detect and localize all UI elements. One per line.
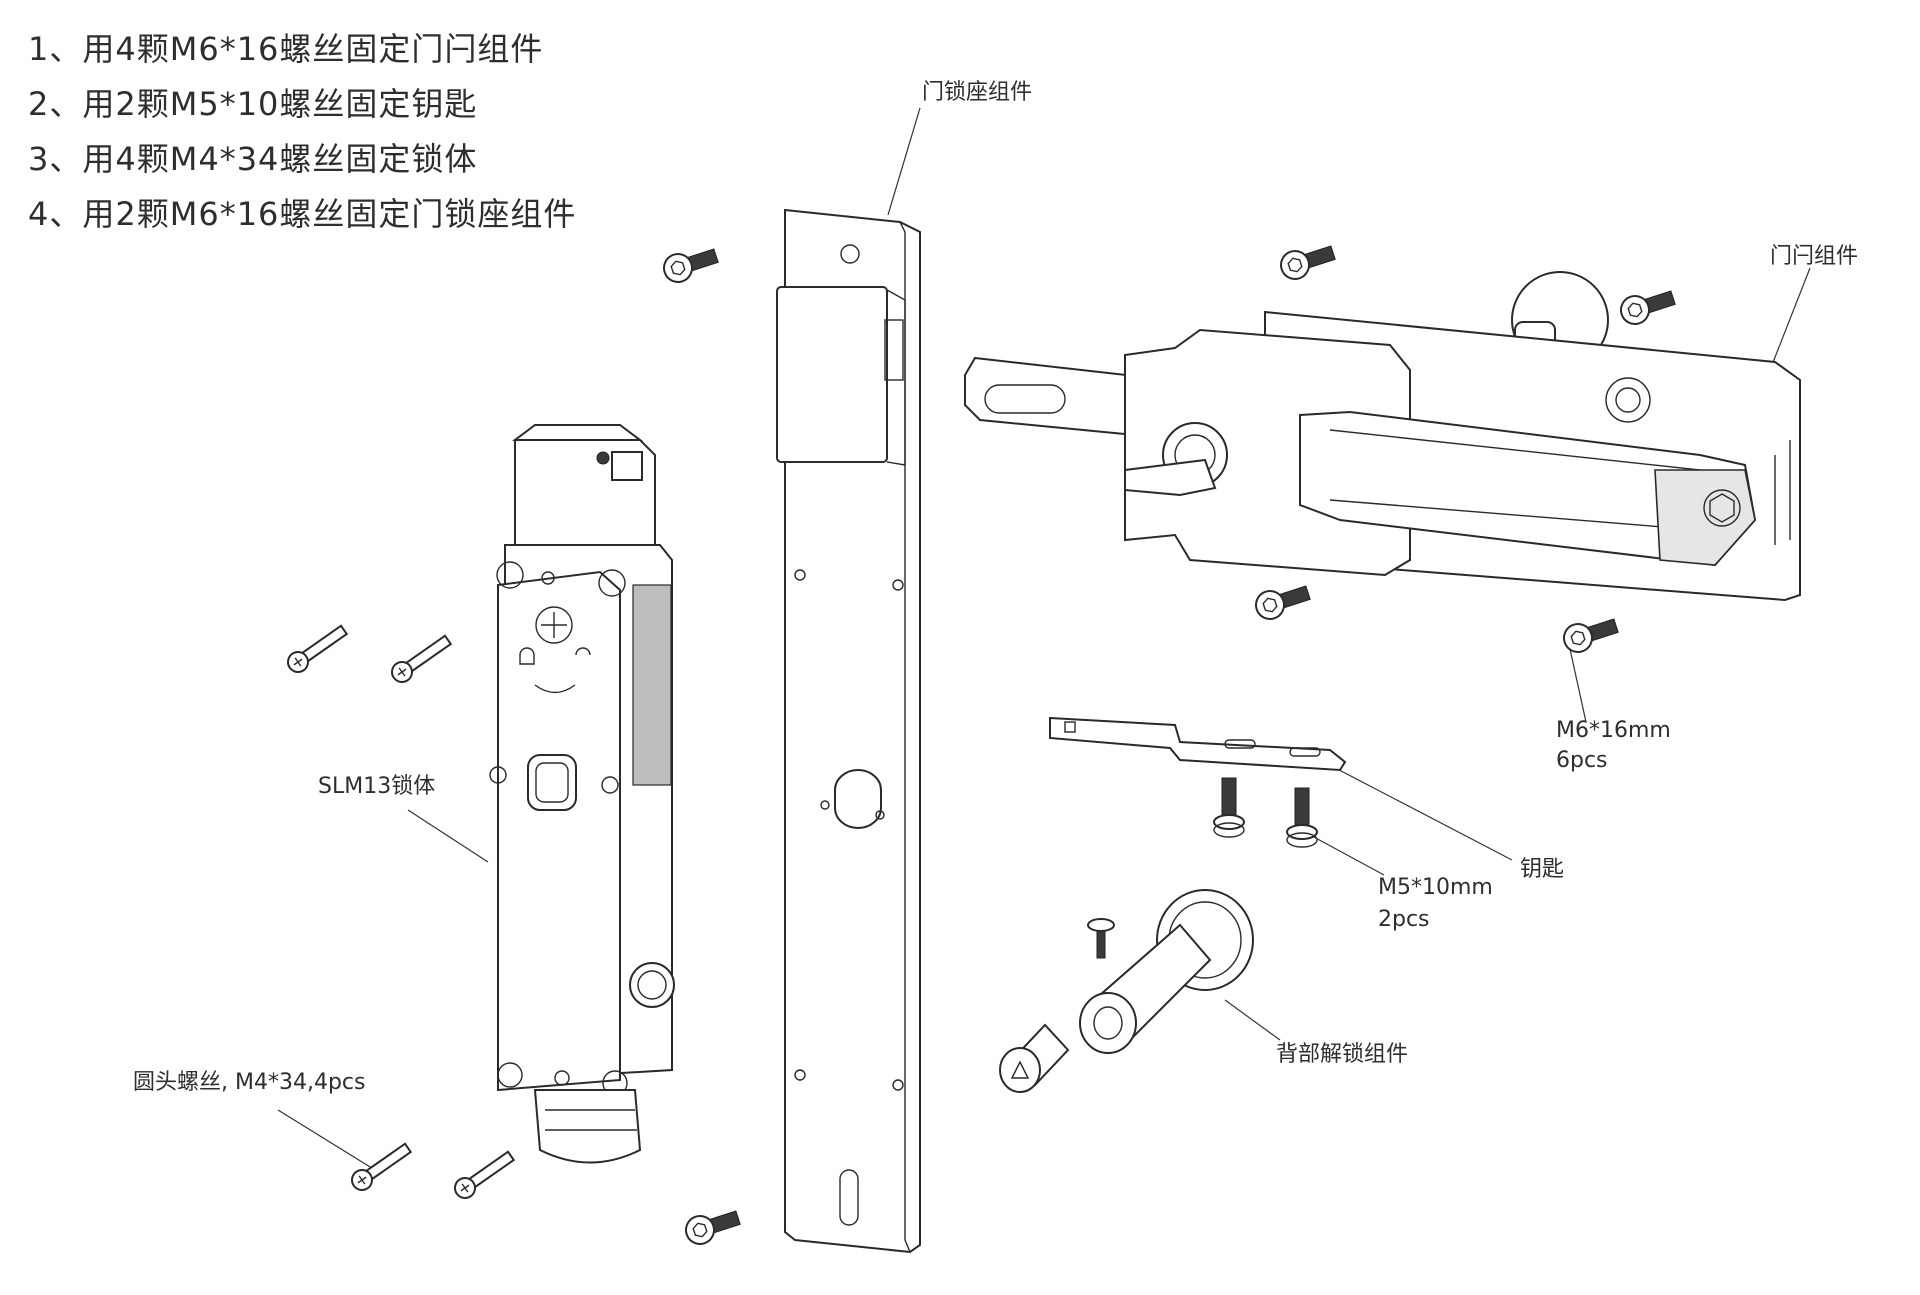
door-bolt-assembly [964,271,1801,602]
label-m6-count: 6pcs [1556,748,1608,773]
instruction-step-3: 3、用4颗M4*34螺丝固定锁体 [28,140,478,178]
instruction-step-2: 2、用2颗M5*10螺丝固定钥匙 [28,85,478,123]
label-round-screw: 圆头螺丝, M4*34,4pcs [133,1070,366,1095]
label-rear-unlock: 背部解锁组件 [1276,1042,1409,1067]
rear-unlock-assembly [999,889,1254,1093]
label-door-bolt: 门闩组件 [1770,244,1859,269]
key-part [1049,716,1347,772]
door-lock-seat-plate [776,208,921,1254]
label-m5-size: M5*10mm [1378,875,1493,900]
m5-screws [1213,777,1318,848]
label-m5-count: 2pcs [1378,907,1430,932]
instruction-step-4: 4、用2颗M6*16螺丝固定门锁座组件 [28,195,577,233]
label-key: 钥匙 [1520,857,1565,882]
leader-lines [277,107,1811,1171]
lock-body [489,424,675,1164]
label-door-lock-seat: 门锁座组件 [922,80,1033,105]
instruction-list: 1、用4颗M6*16螺丝固定门闩组件 2、用2颗M5*10螺丝固定钥匙 3、用4… [28,22,576,242]
m4-round-screws [287,624,516,1199]
label-lock-body: SLM13锁体 [318,774,436,799]
instruction-step-1: 1、用4颗M6*16螺丝固定门闩组件 [28,30,544,68]
label-m6-size: M6*16mm [1556,718,1671,743]
m6-hex-screws [663,245,1676,1245]
